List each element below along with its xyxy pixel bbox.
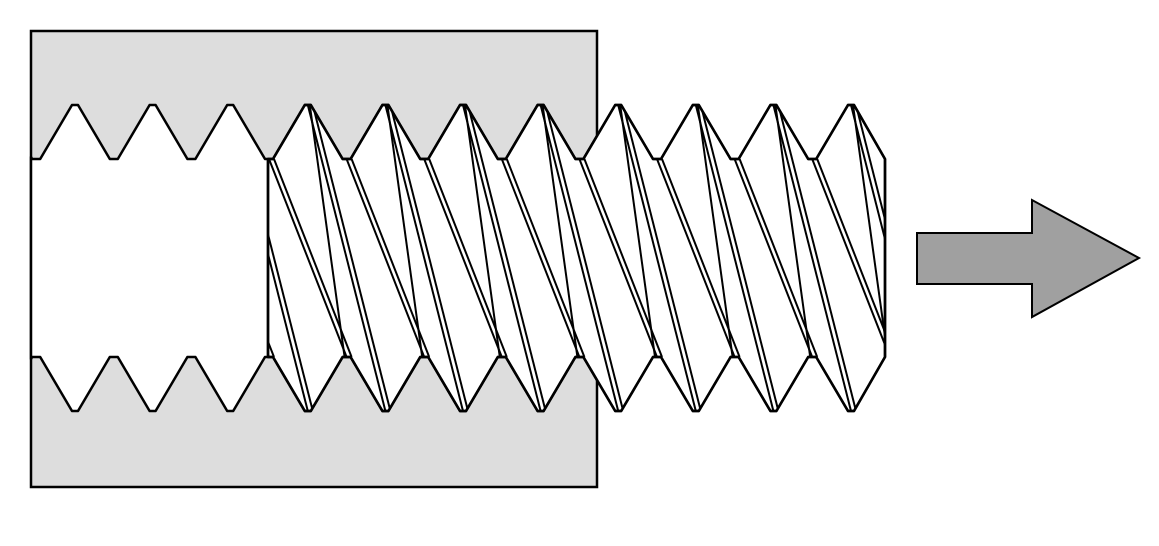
helix-line bbox=[694, 105, 775, 411]
helix-line bbox=[738, 158, 819, 358]
helix-line bbox=[311, 105, 392, 411]
helix-line bbox=[386, 105, 424, 358]
pull-direction-arrow-icon bbox=[916, 198, 1142, 319]
helix-line bbox=[544, 105, 625, 411]
helix-line bbox=[578, 158, 658, 358]
screw-helix-lines bbox=[268, 105, 966, 411]
helix-line bbox=[464, 105, 501, 358]
helix-line bbox=[852, 105, 885, 358]
helix-line bbox=[816, 158, 885, 358]
helix-line bbox=[273, 158, 353, 358]
helix-line bbox=[384, 105, 464, 411]
helix-line bbox=[850, 105, 885, 411]
helix-line bbox=[428, 158, 508, 358]
helix-line bbox=[350, 158, 431, 358]
helix-line bbox=[306, 105, 387, 411]
helix-line bbox=[500, 158, 581, 358]
helix-line bbox=[622, 105, 702, 411]
helix-line bbox=[774, 105, 812, 358]
helix-line bbox=[541, 105, 579, 358]
helix-line bbox=[772, 105, 852, 411]
helix-line bbox=[855, 105, 885, 411]
helix-line bbox=[505, 158, 586, 358]
helix-line bbox=[539, 105, 620, 411]
helix-line bbox=[656, 158, 736, 358]
helix-line bbox=[583, 158, 663, 358]
helix-line bbox=[699, 105, 780, 411]
helix-line bbox=[345, 158, 426, 358]
helix-line bbox=[931, 105, 966, 357]
helix-line bbox=[619, 105, 656, 358]
helix-line bbox=[268, 158, 348, 358]
helix-line bbox=[389, 105, 469, 411]
helix-line bbox=[617, 105, 697, 411]
helix-line bbox=[733, 158, 814, 358]
helix-line bbox=[696, 105, 734, 358]
helix-line bbox=[661, 158, 741, 358]
screw-outline bbox=[266, 103, 887, 413]
helix-line bbox=[308, 105, 346, 358]
helix-line bbox=[777, 105, 857, 411]
helix-line bbox=[811, 158, 885, 358]
helix-line bbox=[462, 105, 542, 411]
helix-line bbox=[423, 158, 503, 358]
helix-line bbox=[268, 105, 314, 411]
helix-line bbox=[467, 105, 547, 411]
